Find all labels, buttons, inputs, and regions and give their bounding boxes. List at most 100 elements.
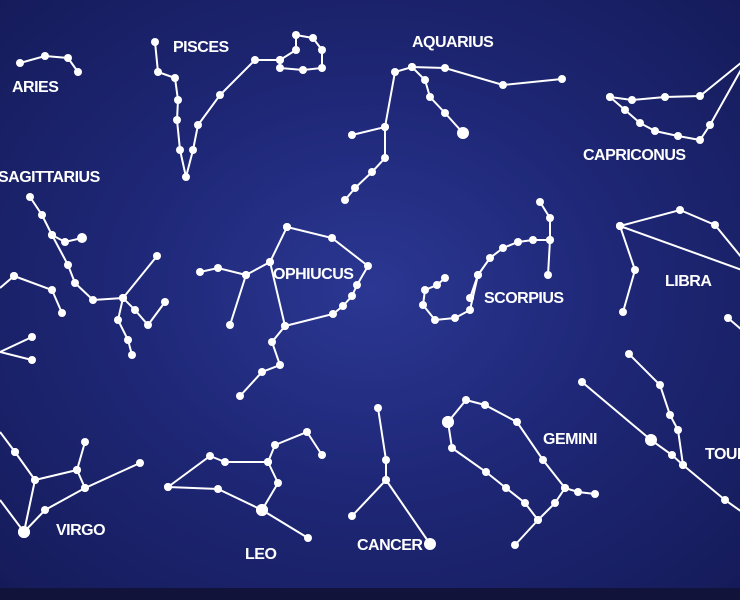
- pisces-star: [174, 96, 182, 104]
- aquarius-star: [457, 127, 469, 139]
- virgo-star: [81, 484, 89, 492]
- aries-star: [64, 54, 72, 62]
- ophiucus-star: [276, 361, 284, 369]
- virgo-star: [41, 506, 49, 514]
- sagittarius-star: [89, 296, 97, 304]
- pisces-star: [182, 173, 190, 181]
- ophiucus-star: [242, 271, 250, 279]
- gemini-star: [513, 418, 521, 426]
- pisces-star: [318, 64, 326, 72]
- label-cancer: CANCER: [357, 537, 423, 554]
- cancer-star: [382, 456, 390, 464]
- scorpius-star: [474, 271, 482, 279]
- taurus-star: [674, 426, 682, 434]
- gemini-star: [481, 401, 489, 409]
- bottom-border: [0, 588, 740, 600]
- pisces-star: [194, 121, 202, 129]
- pisces-star: [318, 46, 326, 54]
- cancer-star: [424, 538, 436, 550]
- taurus-star: [666, 411, 674, 419]
- gemini-star: [521, 499, 529, 507]
- label-leo: LEO: [245, 546, 276, 563]
- sagittarius-star: [131, 306, 139, 314]
- leo-star: [274, 479, 282, 487]
- scorpius-star: [546, 214, 554, 222]
- aries-star: [41, 52, 49, 60]
- sagittarius-line: [29, 196, 83, 244]
- aquarius-line: [411, 66, 563, 87]
- aquarius-star: [426, 93, 434, 101]
- virgo-line: [0, 431, 16, 453]
- ophiucus-star: [329, 310, 337, 318]
- aquarius-star: [348, 131, 356, 139]
- sagittarius-line: [51, 234, 158, 302]
- ophiucus-star: [196, 268, 204, 276]
- gemini-star: [591, 490, 599, 498]
- capricornus-star: [674, 132, 682, 140]
- sagittarius-line: [116, 297, 133, 356]
- ophiucus-star: [281, 322, 289, 330]
- aquarius-star: [368, 168, 376, 176]
- scorpius-star: [536, 198, 544, 206]
- scorpius-star: [419, 301, 427, 309]
- leo-star: [271, 441, 279, 449]
- ophiucus-line: [199, 266, 247, 276]
- capricornus-star: [706, 121, 714, 129]
- gemini-star: [539, 456, 547, 464]
- pisces-star: [176, 146, 184, 154]
- aquarius-star: [381, 123, 389, 131]
- scorpius-line: [539, 201, 551, 276]
- taurus-line: [628, 353, 684, 466]
- scorpius-star: [451, 314, 459, 322]
- sagittarius-star: [77, 233, 87, 243]
- capricornus-star: [696, 136, 704, 144]
- aquarius-star: [391, 68, 399, 76]
- virgo-star: [11, 448, 19, 456]
- sagittarius-star: [26, 193, 34, 201]
- virgo-line: [34, 441, 86, 481]
- leo-star: [264, 458, 272, 466]
- taurus-star: [625, 350, 633, 358]
- leo-line: [261, 509, 309, 539]
- sagittarius-star: [28, 356, 36, 364]
- taurus-star: [656, 381, 664, 389]
- virgo-star: [18, 526, 30, 538]
- libra-star: [616, 222, 624, 230]
- aries-star: [74, 68, 82, 76]
- label-gemini: GEMINI: [543, 431, 597, 448]
- sagittarius-star: [61, 238, 69, 246]
- label-ophiucus: OPHIUCUS: [273, 266, 354, 283]
- pisces-star: [151, 38, 159, 46]
- pisces-star: [309, 34, 317, 42]
- scorpius-star: [529, 236, 537, 244]
- virgo-star: [31, 476, 39, 484]
- sagittarius-star: [153, 252, 161, 260]
- cancer-line: [351, 407, 387, 517]
- ophiucus-line: [229, 261, 271, 326]
- scorpius-star: [486, 254, 494, 262]
- aquarius-star: [499, 81, 507, 89]
- aries-star: [16, 59, 24, 67]
- libra-line: [619, 225, 740, 271]
- leo-star: [214, 485, 222, 493]
- ophiucus-star: [226, 321, 234, 329]
- leo-line: [167, 461, 280, 512]
- capricornus-star: [606, 93, 614, 101]
- taurus-star: [578, 378, 586, 386]
- capricornus-star: [651, 127, 659, 135]
- scorpius-star: [499, 244, 507, 252]
- virgo-star: [136, 459, 144, 467]
- sagittarius-star: [58, 309, 66, 317]
- aquarius-star: [408, 63, 416, 71]
- ophiucus-star: [353, 281, 361, 289]
- libra-star: [676, 206, 684, 214]
- gemini-star: [511, 541, 519, 549]
- ophiucus-line: [268, 226, 370, 328]
- scorpius-star: [544, 271, 552, 279]
- leo-star: [303, 428, 311, 436]
- virgo-line: [0, 451, 37, 535]
- capricornus-star: [661, 93, 669, 101]
- label-aquarius: AQUARIUS: [412, 34, 494, 51]
- taurus-star: [679, 461, 687, 469]
- scorpius-star: [433, 281, 441, 289]
